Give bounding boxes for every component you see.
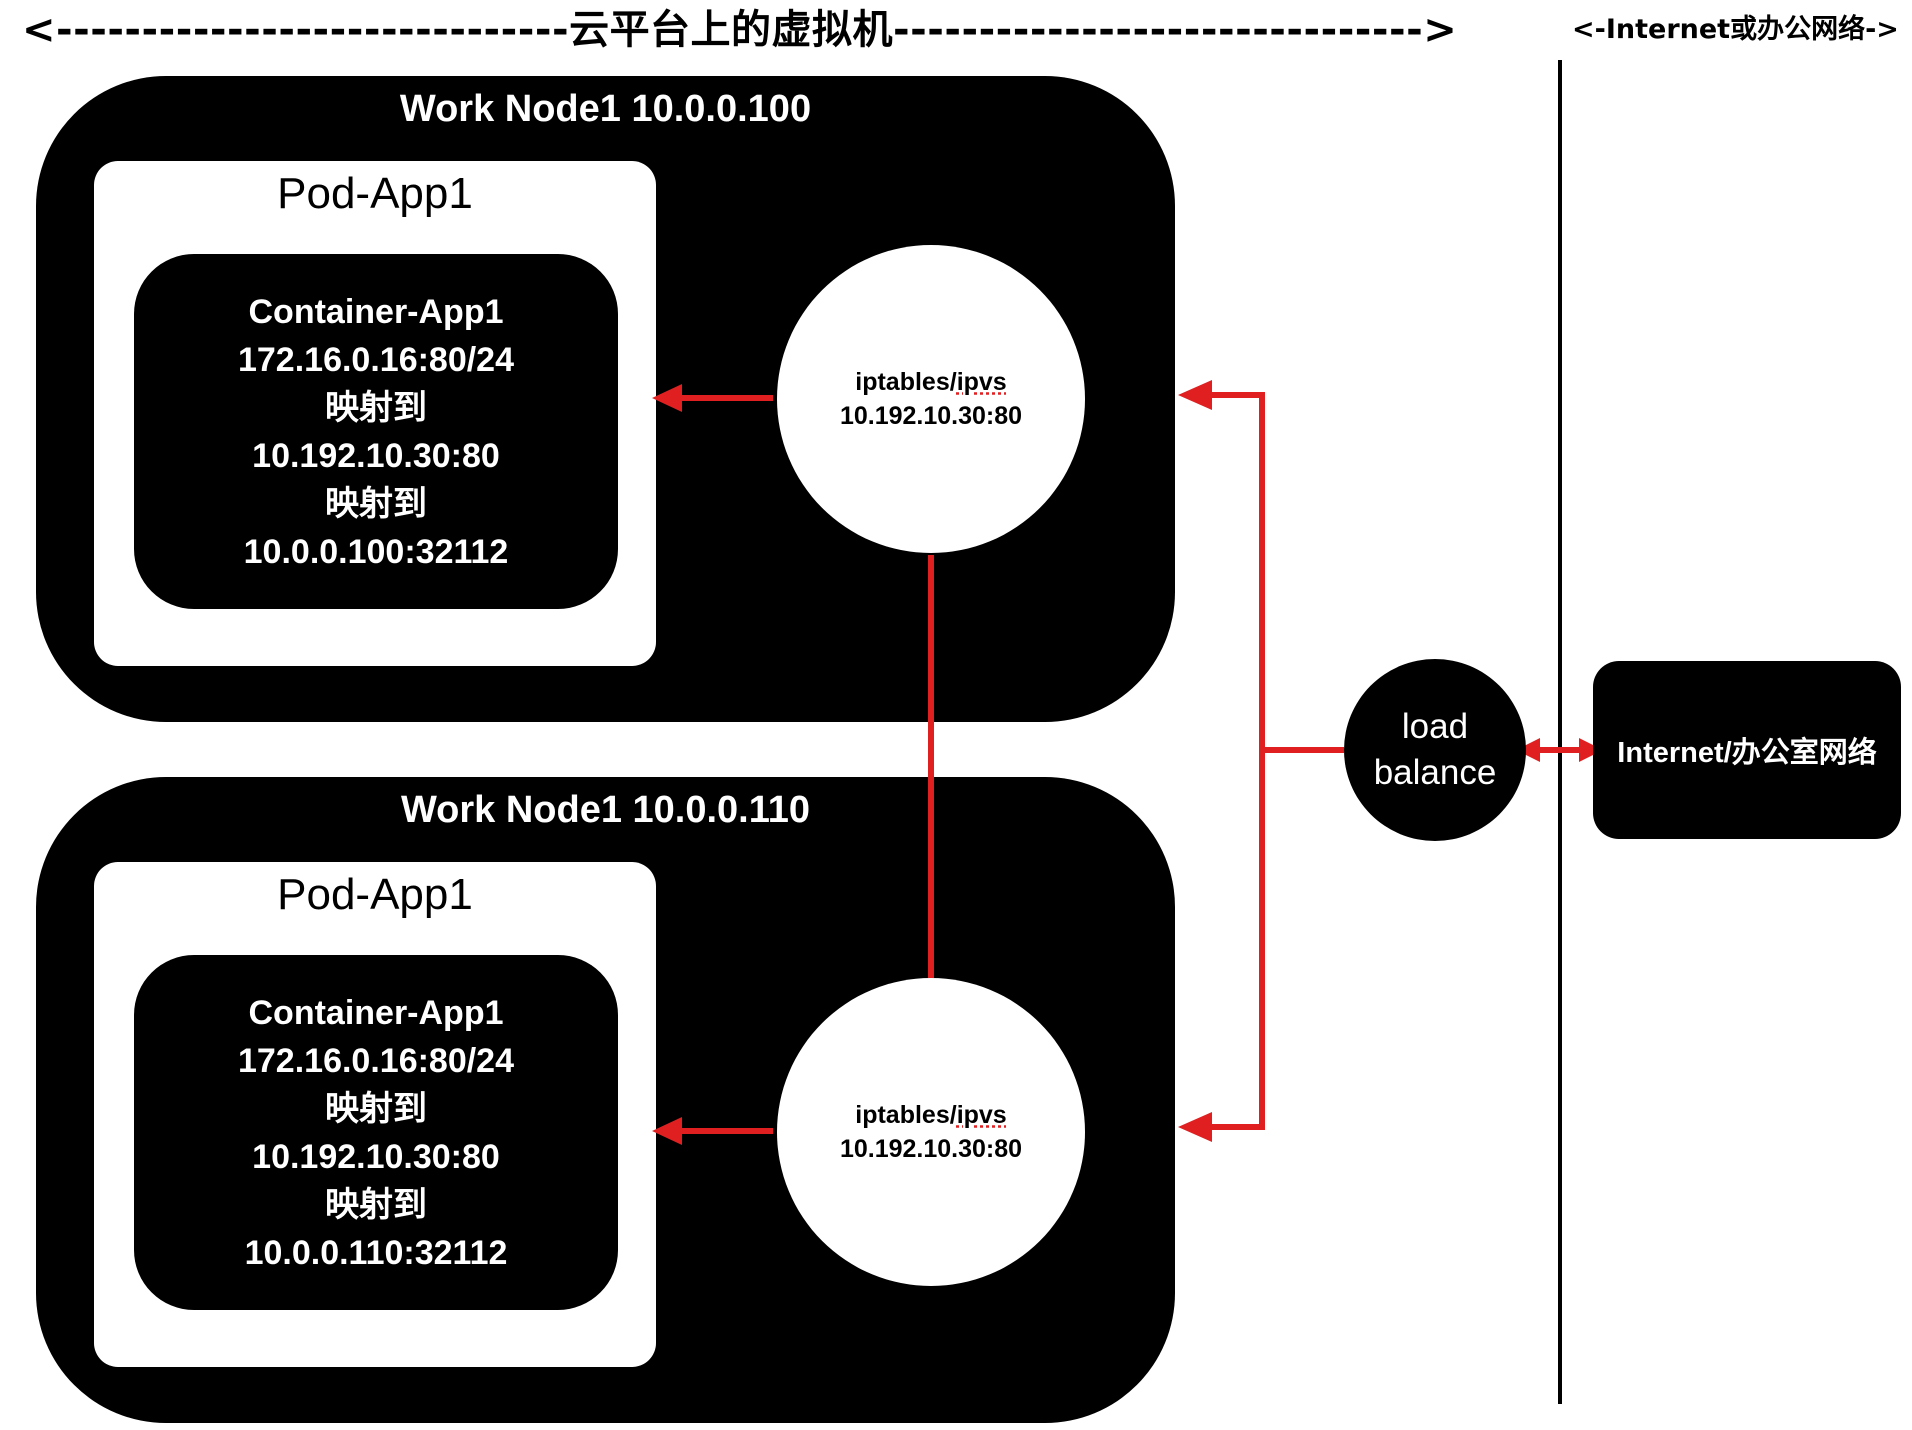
pod-title: Pod-App1 — [277, 169, 473, 218]
cluster-ip: 10.192.10.30:80 — [252, 1137, 500, 1176]
container-app1-node-2: Container-App1 172.16.0.16:80/24 映射到 10.… — [134, 955, 618, 1310]
iptables-ipvs-node-2: iptables/ipvs 10.192.10.30:80 — [777, 978, 1085, 1286]
region-divider — [1558, 60, 1562, 1404]
lb-to-node1-line — [1210, 392, 1344, 753]
arrowhead-internet — [1579, 738, 1603, 762]
work-node-1-title: Work Node1 10.0.0.100 — [399, 88, 812, 130]
lb-to-node2-line — [1210, 750, 1265, 1130]
proxy-address: 10.192.10.30:80 — [839, 402, 1023, 430]
arrowhead-container-2 — [652, 1117, 682, 1145]
container-name: Container-App1 — [248, 292, 504, 331]
internet-office-network: Internet/办公室网络 — [1593, 661, 1901, 839]
internet-region-banner: <-Internet或办公网络-> — [1572, 14, 1899, 45]
pod-app1-node-2: Pod-App1 Container-App1 172.16.0.16:80/2… — [94, 862, 656, 1367]
load-balancer: load balance — [1344, 659, 1526, 841]
proxy-name-suffix: ipvs — [956, 368, 1007, 396]
proxy-name-suffix: ipvs — [956, 1101, 1007, 1129]
container-ip: 172.16.0.16:80/24 — [237, 340, 515, 379]
proxy-address: 10.192.10.30:80 — [839, 1135, 1023, 1163]
arrowhead-container-1 — [652, 384, 682, 412]
internet-office-network-label: Internet/办公室网络 — [1617, 737, 1877, 769]
container-name: Container-App1 — [248, 993, 504, 1032]
node-port: 10.0.0.100:32112 — [243, 532, 509, 571]
mapping-label: 映射到 — [325, 1089, 427, 1128]
arrowhead-node-1 — [1178, 380, 1212, 410]
mapping-label: 映射到 — [325, 484, 427, 523]
load-balancer-line-2: balance — [1373, 753, 1497, 792]
node-port: 10.0.0.110:32112 — [244, 1233, 508, 1272]
iptables-ipvs-node-1: iptables/ipvs 10.192.10.30:80 — [777, 245, 1085, 553]
container-app1-node-1: Container-App1 172.16.0.16:80/24 映射到 10.… — [134, 254, 618, 609]
container-ip: 172.16.0.16:80/24 — [237, 1041, 515, 1080]
arrowhead-lb — [1516, 738, 1540, 762]
proxy-name-prefix: iptables/ — [855, 1101, 957, 1129]
proxy-name: iptables/ipvs — [855, 365, 1006, 399]
mapping-label: 映射到 — [325, 1185, 427, 1224]
cluster-ip: 10.192.10.30:80 — [252, 436, 500, 475]
pod-app1-node-1: Pod-App1 Container-App1 172.16.0.16:80/2… — [94, 161, 656, 666]
work-node-2: Work Node1 10.0.0.110 Pod-App1 Container… — [36, 777, 1175, 1423]
load-balancer-line-1: load — [1401, 707, 1469, 746]
vm-region-banner: <------------------------------云平台上的虚拟机-… — [22, 7, 1458, 53]
proxy-name: iptables/ipvs — [855, 1098, 1006, 1132]
proxy-name-prefix: iptables/ — [855, 368, 957, 396]
mapping-label: 映射到 — [325, 388, 427, 427]
arrowhead-node-2 — [1178, 1112, 1212, 1142]
pod-title: Pod-App1 — [277, 870, 473, 919]
work-node-2-title: Work Node1 10.0.0.110 — [400, 789, 811, 831]
